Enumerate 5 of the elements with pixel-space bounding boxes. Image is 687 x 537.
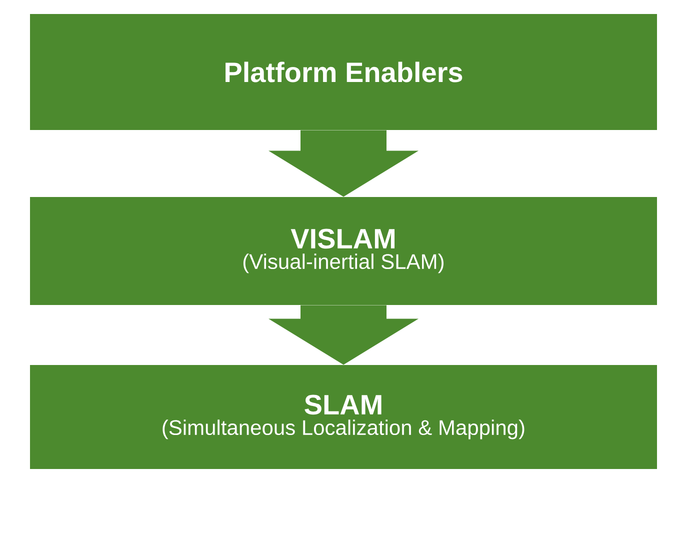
block-arrow bbox=[268, 305, 418, 365]
process-box: Platform Enablers bbox=[30, 14, 657, 130]
block-arrow bbox=[268, 130, 418, 197]
process-box: SLAM (Simultaneous Localization & Mapping) bbox=[30, 365, 657, 469]
process-box: VISLAM (Visual-inertial SLAM) bbox=[30, 197, 657, 305]
